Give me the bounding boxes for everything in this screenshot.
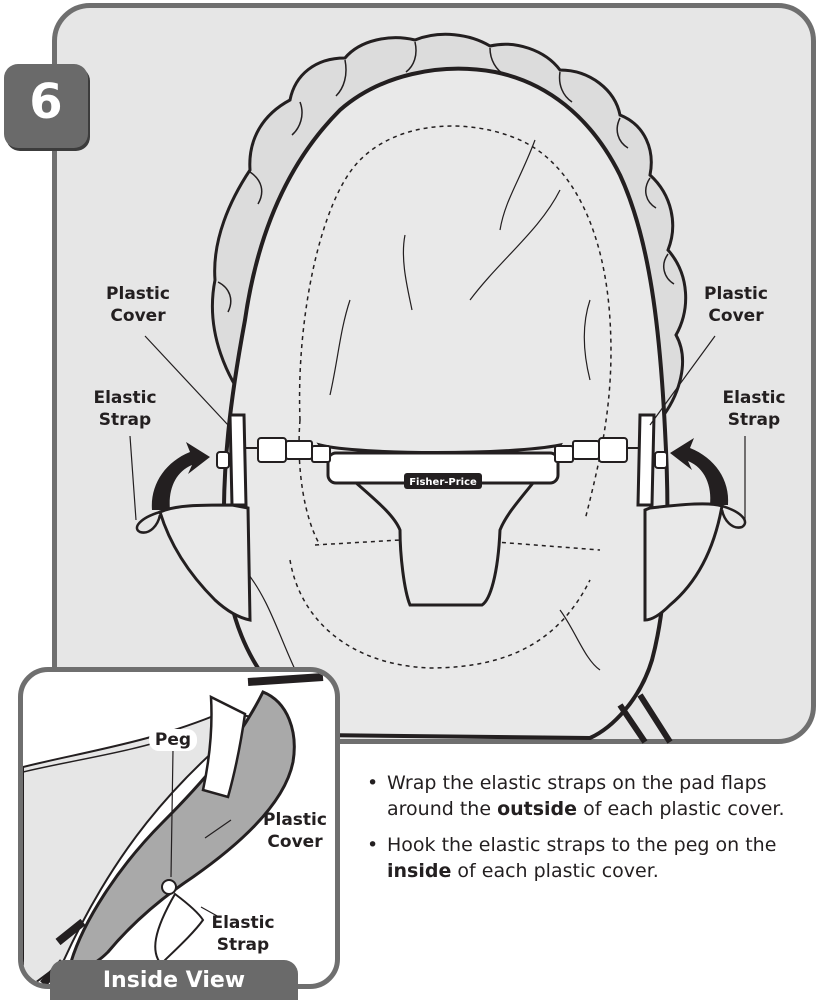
elastic-strap-label-left-line1: Elastic: [82, 387, 168, 409]
instruction-1-text-b: of each plastic cover.: [577, 798, 784, 820]
instruction-item-1: Wrap the elastic straps on the pad flaps…: [365, 770, 795, 822]
elastic-strap-label-right-line1: Elastic: [711, 387, 797, 409]
elastic-strap-label-right-line2: Strap: [711, 409, 797, 431]
inset-plastic-cover-label-line2: Cover: [255, 831, 335, 853]
plastic-cover-label-right: Plastic Cover: [693, 283, 779, 327]
plastic-cover-label-right-line2: Cover: [693, 305, 779, 327]
inside-view-title: Inside View: [50, 960, 298, 1000]
left-pad-flap: [160, 505, 250, 620]
instruction-2-bold: inside: [387, 860, 451, 882]
right-plastic-cover: [638, 415, 654, 505]
left-plastic-cover: [230, 415, 246, 505]
elastic-strap-label-right: Elastic Strap: [711, 387, 797, 431]
plastic-cover-label-right-line1: Plastic: [693, 283, 779, 305]
instruction-2-text-b: of each plastic cover.: [451, 860, 658, 882]
elastic-strap-label-left: Elastic Strap: [82, 387, 168, 431]
right-elastic-strap-loop: [722, 506, 745, 528]
left-elastic-strap-loop: [137, 512, 160, 533]
right-pad-flap: [645, 504, 722, 620]
inset-elastic-strap-label-line2: Strap: [203, 934, 283, 956]
instruction-1-bold: outside: [497, 798, 577, 820]
instruction-list: Wrap the elastic straps on the pad flaps…: [365, 770, 795, 894]
instruction-item-2: Hook the elastic straps to the peg on th…: [365, 832, 795, 884]
plastic-cover-label-left-line1: Plastic: [95, 283, 181, 305]
inset-elastic-strap-label: Elastic Strap: [203, 912, 283, 956]
plastic-cover-label-left-line2: Cover: [95, 305, 181, 327]
peg-label: Peg: [149, 729, 197, 751]
brand-logo-text: Fisher-Price: [409, 477, 477, 488]
plastic-cover-label-left: Plastic Cover: [95, 283, 181, 327]
right-curved-arrow: [670, 438, 728, 505]
left-curved-arrow: [152, 442, 210, 510]
inset-plastic-cover-label: Plastic Cover: [255, 809, 335, 853]
inset-plastic-cover-label-line1: Plastic: [255, 809, 335, 831]
inset-elastic-strap-label-line1: Elastic: [203, 912, 283, 934]
elastic-strap-label-left-line2: Strap: [82, 409, 168, 431]
inside-view-inset: Peg Plastic Cover Elastic Strap: [18, 667, 340, 989]
instruction-2-text-a: Hook the elastic straps to the peg on th…: [387, 834, 776, 856]
